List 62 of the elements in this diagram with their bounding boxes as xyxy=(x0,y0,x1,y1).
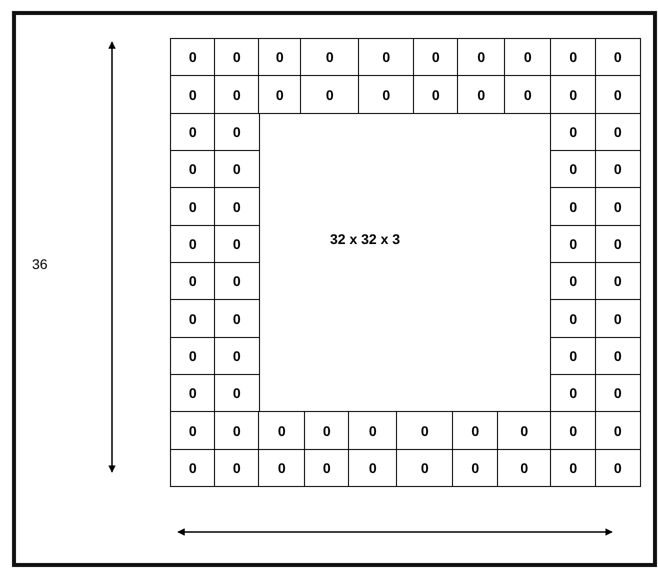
grid-cell: 0 xyxy=(452,448,498,488)
grid-cell: 0 xyxy=(300,75,360,114)
grid-cell: 0 xyxy=(214,299,260,338)
grid-cell: 0 xyxy=(595,448,640,488)
grid-cell: 0 xyxy=(170,411,216,450)
grid-cell: 0 xyxy=(300,38,360,77)
grid-cell: 0 xyxy=(258,411,306,450)
grid-cell: 0 xyxy=(358,75,414,114)
grid-cell: 0 xyxy=(595,112,640,152)
grid-cell: 0 xyxy=(504,75,552,114)
grid-cell: 0 xyxy=(214,75,260,114)
grid-cell: 0 xyxy=(214,224,260,264)
grid-cell: 0 xyxy=(413,38,458,77)
grid-cell: 0 xyxy=(214,150,260,189)
grid-cell: 0 xyxy=(214,448,260,488)
grid-cell: 0 xyxy=(457,38,506,77)
grid-cell: 0 xyxy=(413,75,458,114)
grid-cell: 0 xyxy=(258,38,302,77)
grid-cell: 0 xyxy=(170,75,216,114)
grid-cell: 0 xyxy=(595,187,640,226)
grid-cell: 0 xyxy=(170,448,216,488)
grid-cell: 0 xyxy=(595,299,640,338)
grid-cell: 0 xyxy=(595,336,640,376)
grid-cell: 0 xyxy=(504,38,552,77)
grid-cell: 0 xyxy=(550,38,596,77)
grid-cell: 0 xyxy=(358,38,414,77)
grid-cell: 0 xyxy=(550,299,596,338)
grid-cell: 0 xyxy=(595,411,640,450)
grid-cell: 0 xyxy=(214,336,260,376)
grid-cell: 0 xyxy=(258,75,302,114)
grid-cell: 0 xyxy=(595,262,640,301)
grid-cell: 0 xyxy=(595,38,640,77)
dimension-label: 36 xyxy=(32,256,48,272)
grid-cell: 0 xyxy=(550,411,596,450)
grid-cell: 0 xyxy=(396,411,454,450)
grid-cell: 0 xyxy=(497,448,552,488)
grid-cell: 0 xyxy=(258,448,306,488)
grid-cell: 0 xyxy=(214,112,260,152)
grid-cell: 0 xyxy=(304,448,350,488)
grid-cell: 0 xyxy=(550,75,596,114)
volume-dimensions: 32 x 32 x 3 xyxy=(330,230,400,247)
grid-cell: 0 xyxy=(452,411,498,450)
grid-cell: 0 xyxy=(214,38,260,77)
grid-cell: 0 xyxy=(550,187,596,226)
grid-cell: 0 xyxy=(396,448,454,488)
grid-cell: 0 xyxy=(214,411,260,450)
grid-cell: 0 xyxy=(550,448,596,488)
grid-cell: 0 xyxy=(497,411,552,450)
grid-cell: 0 xyxy=(170,187,216,226)
grid-cell: 0 xyxy=(348,411,398,450)
grid-cell: 0 xyxy=(304,411,350,450)
grid-cell: 0 xyxy=(214,187,260,226)
grid-cell: 0 xyxy=(595,150,640,189)
grid-cell: 0 xyxy=(595,75,640,114)
grid-cell: 0 xyxy=(214,374,260,413)
grid-cell: 0 xyxy=(595,374,640,413)
grid-cell: 0 xyxy=(348,448,398,488)
grid-cell: 0 xyxy=(457,75,506,114)
grid-cell: 0 xyxy=(170,38,216,77)
grid-cell: 0 xyxy=(595,224,640,264)
grid-cell: 0 xyxy=(170,299,216,338)
grid-cell: 0 xyxy=(214,262,260,301)
